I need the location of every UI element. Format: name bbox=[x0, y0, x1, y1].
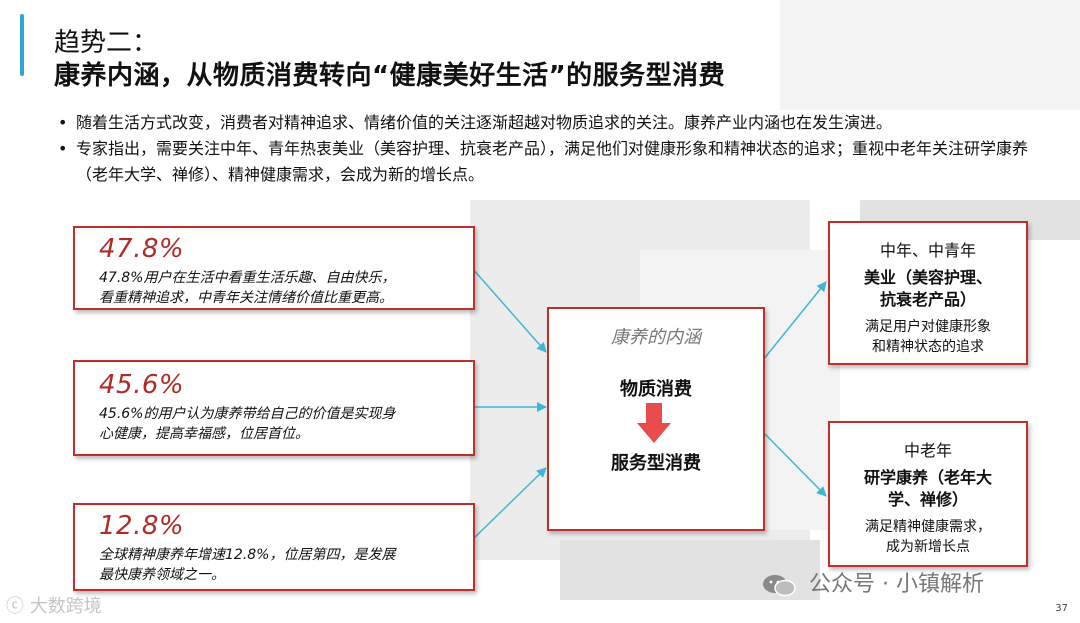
center-title: 康养的内涵 bbox=[611, 327, 701, 348]
page-number: 37 bbox=[1055, 603, 1068, 614]
stat-box-1: 47.8% 47.8%用户在生活中看重生活乐趣、自由快乐， 看重精神追求，中青年… bbox=[73, 226, 475, 310]
segment-description-line: 满足精神健康需求， bbox=[865, 519, 991, 535]
segment-age: 中年、中青年 bbox=[879, 241, 976, 260]
center-concept-box: 康养的内涵 物质消费 服务型消费 bbox=[547, 307, 765, 531]
segment-focus-line: 学、禅修） bbox=[887, 490, 968, 509]
segment-age: 中老年 bbox=[903, 441, 952, 460]
stat-line: 45.6%的用户认为康养带给自己的价值是实现身 bbox=[99, 406, 396, 422]
stat-description: 全球精神康养年增速12.8%，位居第四，是发展 最快康养领域之一。 bbox=[99, 545, 395, 585]
stat-box-2: 45.6% 45.6%的用户认为康养带给自己的价值是实现身 心健康，提高幸福感，… bbox=[73, 360, 475, 456]
stat-line: 心健康，提高幸福感，位居首位。 bbox=[99, 426, 309, 442]
stat-percent: 12.8% bbox=[99, 511, 185, 541]
bullet-list: • 随着生活方式改变，消费者对精神追求、情绪价值的关注逐渐超越对物质追求的关注。… bbox=[58, 110, 1048, 188]
wechat-icon bbox=[763, 575, 796, 597]
bullet-item: • 随着生活方式改变，消费者对精神追求、情绪价值的关注逐渐超越对物质追求的关注。… bbox=[58, 110, 1048, 136]
segment-focus: 研学康养（老年大 学、禅修） bbox=[830, 467, 1026, 511]
segment-description-line: 满足用户对健康形象 bbox=[865, 319, 991, 335]
background-shape bbox=[780, 0, 1080, 110]
slide-subtitle: 趋势二： bbox=[54, 28, 159, 58]
segment-description-line: 和精神状态的追求 bbox=[872, 339, 984, 355]
segment-description: 满足精神健康需求， 成为新增长点 bbox=[830, 517, 1026, 557]
stat-percent: 47.8% bbox=[99, 234, 185, 264]
bullet-dot-icon: • bbox=[58, 139, 68, 158]
stat-line: 全球精神康养年增速12.8%，位居第四，是发展 bbox=[99, 547, 396, 563]
stat-line: 47.8%用户在生活中看重生活乐趣、自由快乐， bbox=[99, 270, 396, 286]
down-arrow-icon bbox=[637, 403, 671, 443]
from-label: 物质消费 bbox=[620, 379, 692, 400]
stat-description: 47.8%用户在生活中看重生活乐趣、自由快乐， 看重精神追求，中青年关注情绪价值… bbox=[99, 268, 395, 308]
bullet-dot-icon: • bbox=[58, 113, 68, 132]
segment-focus: 美业（美容护理、 抗衰老产品） bbox=[830, 267, 1026, 311]
watermark-logo-icon: ⓒ bbox=[6, 596, 24, 617]
stat-description: 45.6%的用户认为康养带给自己的价值是实现身 心健康，提高幸福感，位居首位。 bbox=[99, 404, 395, 444]
bullet-text: 随着生活方式改变，消费者对精神追求、情绪价值的关注逐渐超越对物质追求的关注。康养… bbox=[76, 113, 893, 132]
watermark-right: 公众号 · 小镇解析 bbox=[762, 566, 984, 598]
stat-percent: 45.6% bbox=[99, 370, 185, 400]
segment-box-elderly: 中老年 研学康养（老年大 学、禅修） 满足精神健康需求， 成为新增长点 bbox=[828, 421, 1028, 567]
bullet-text: 专家指出，需要关注中年、青年热衷美业（美容护理、抗衰老产品），满足他们对健康形象… bbox=[76, 139, 1029, 184]
stat-line: 最快康养领域之一。 bbox=[99, 567, 225, 583]
segment-description: 满足用户对健康形象 和精神状态的追求 bbox=[830, 317, 1026, 357]
segment-focus-line: 研学康养（老年大 bbox=[863, 468, 992, 487]
watermark-right-text: 公众号 · 小镇解析 bbox=[809, 572, 984, 597]
bullet-item: • 专家指出，需要关注中年、青年热衷美业（美容护理、抗衰老产品），满足他们对健康… bbox=[58, 136, 1048, 188]
to-label: 服务型消费 bbox=[611, 453, 701, 474]
segment-box-young: 中年、中青年 美业（美容护理、 抗衰老产品） 满足用户对健康形象 和精神状态的追… bbox=[828, 221, 1028, 365]
stat-box-3: 12.8% 全球精神康养年增速12.8%，位居第四，是发展 最快康养领域之一。 bbox=[73, 503, 475, 591]
segment-description-line: 成为新增长点 bbox=[886, 539, 970, 555]
watermark-left-text: 大数跨境 bbox=[29, 596, 102, 617]
slide-title: 康养内涵，从物质消费转向“健康美好生活”的服务型消费 bbox=[54, 61, 726, 91]
watermark-left: ⓒ 大数跨境 bbox=[6, 592, 102, 618]
segment-focus-line: 抗衰老产品） bbox=[879, 290, 976, 309]
stat-line: 看重精神追求，中青年关注情绪价值比重更高。 bbox=[99, 290, 393, 306]
segment-focus-line: 美业（美容护理、 bbox=[863, 268, 992, 287]
title-accent-bar bbox=[20, 14, 24, 76]
